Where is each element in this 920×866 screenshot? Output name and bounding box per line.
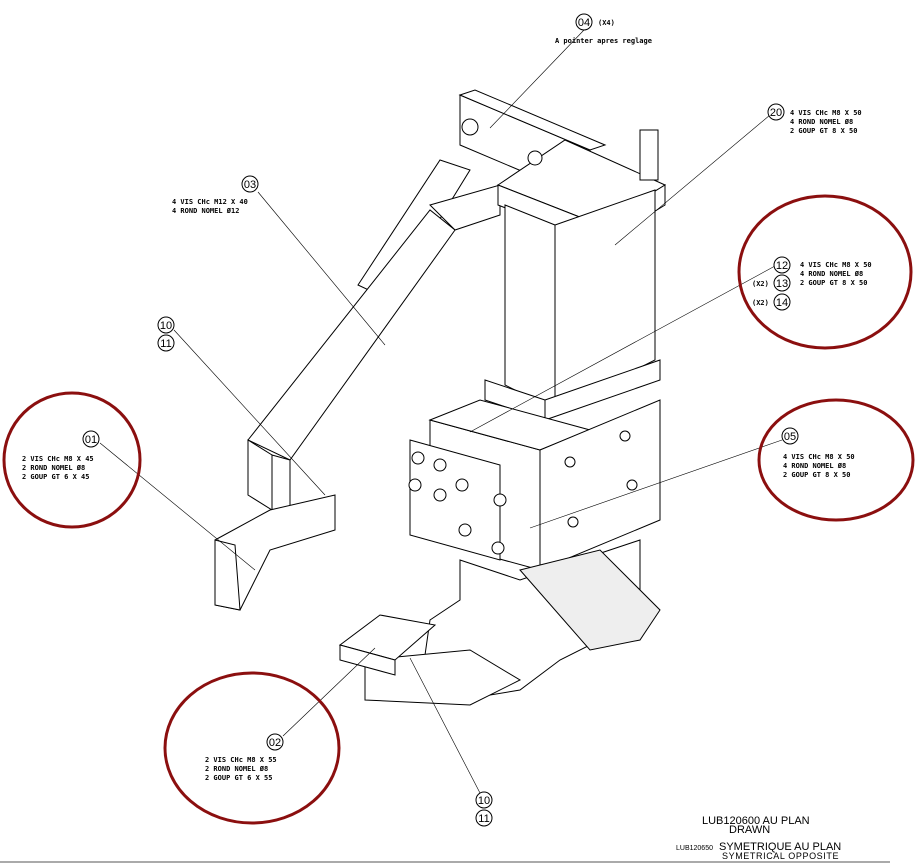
note-line: 4 ROND NOMEL Ø12 (172, 207, 239, 215)
balloon-number: 04 (578, 17, 590, 29)
balloon-03: 03 4 VIS CHc M12 X 40 4 ROND NOMEL Ø12 (172, 175, 259, 215)
note-line: 4 ROND NOMEL Ø8 (800, 270, 863, 278)
opposite-label-fr: SYMETRIQUE AU PLAN (719, 841, 841, 853)
note-line: 2 VIS CHc M8 X 45 (22, 455, 94, 463)
highlight-ring-02 (163, 671, 341, 825)
balloon-number: 11 (160, 338, 171, 350)
balloon-12-13-14: 12 13 14 (X2) (X2) 4 VIS CHc M8 X 50 4 R… (752, 256, 872, 311)
note-line: 2 GOUP GT 8 X 50 (783, 471, 850, 479)
highlight-ring-01 (2, 391, 142, 529)
balloon-number: 01 (85, 434, 97, 446)
balloon-number: 12 (776, 260, 788, 272)
drawn-label: DRAWN (729, 824, 770, 836)
balloon-05: 05 4 VIS CHc M8 X 50 4 ROND NOMEL Ø8 2 G… (781, 427, 855, 479)
note-line: A pointer apres reglage (555, 37, 652, 45)
balloon-number: 02 (269, 737, 281, 749)
note-line: 2 GOUP GT 6 X 55 (205, 774, 272, 782)
note-line: 4 VIS CHc M8 X 50 (790, 109, 862, 117)
highlight-ring-12 (737, 194, 913, 350)
balloon-04: 04 (X4) A pointer apres reglage (555, 13, 652, 45)
balloon-01: 01 2 VIS CHc M8 X 45 2 ROND NOMEL Ø8 2 G… (22, 430, 100, 481)
opposite-reference: LUB120650 (676, 845, 713, 852)
balloon-02: 02 2 VIS CHc M8 X 55 2 ROND NOMEL Ø8 2 G… (205, 733, 284, 782)
note-line: 4 VIS CHc M8 X 50 (800, 261, 872, 269)
cylinder-20 (504, 204, 556, 411)
balloon-10-11-upper: 10 11 (157, 316, 175, 352)
leader-lines (99, 29, 783, 794)
block-05 (539, 399, 661, 571)
note-line: 4 VIS CHc M8 X 50 (783, 453, 855, 461)
quantity-label: (X2) (752, 280, 769, 288)
opposite-label-en: SYMETRICAL OPPOSITE (722, 851, 839, 861)
title-block: LUB120600 AU PLAN DRAWN LUB120650 SYMETR… (0, 815, 890, 863)
base-02 (364, 649, 522, 706)
note-line: 2 ROND NOMEL Ø8 (205, 765, 268, 773)
quantity-label: (X2) (752, 299, 769, 307)
note-line: 2 GOUP GT 8 X 50 (790, 127, 857, 135)
balloon-number: 10 (160, 320, 172, 332)
highlight-ring-05 (757, 398, 915, 522)
note-line: 4 ROND NOMEL Ø8 (783, 462, 846, 470)
drawn-reference: LUB120600 AU PLAN (702, 815, 810, 827)
balloon-number: 05 (784, 431, 796, 443)
bolts (408, 118, 638, 555)
balloon-number: 10 (478, 795, 490, 807)
arm-03 (247, 209, 456, 461)
note-line: 4 ROND NOMEL Ø8 (790, 118, 853, 126)
rotary-part (519, 549, 661, 651)
balloon-20: 20 4 VIS CHc M8 X 50 4 ROND NOMEL Ø8 2 G… (767, 103, 862, 135)
balloon-number: 13 (776, 278, 788, 290)
balloon-number: 14 (776, 297, 788, 309)
assembly-parts (214, 89, 667, 706)
balloon-10-11-lower: 10 11 (475, 791, 493, 827)
balloon-number: 20 (770, 107, 782, 119)
note-line: 4 VIS CHc M12 X 40 (172, 198, 248, 206)
note-line: 2 VIS CHc M8 X 55 (205, 756, 277, 764)
rod (639, 129, 659, 181)
quantity-label: (X4) (598, 19, 615, 27)
balloon-number: 03 (244, 179, 256, 191)
balloon-number: 11 (478, 813, 489, 825)
note-line: 2 ROND NOMEL Ø8 (22, 464, 85, 472)
note-line: 2 GOUP GT 8 X 50 (800, 279, 867, 287)
note-line: 2 GOUP GT 6 X 45 (22, 473, 89, 481)
